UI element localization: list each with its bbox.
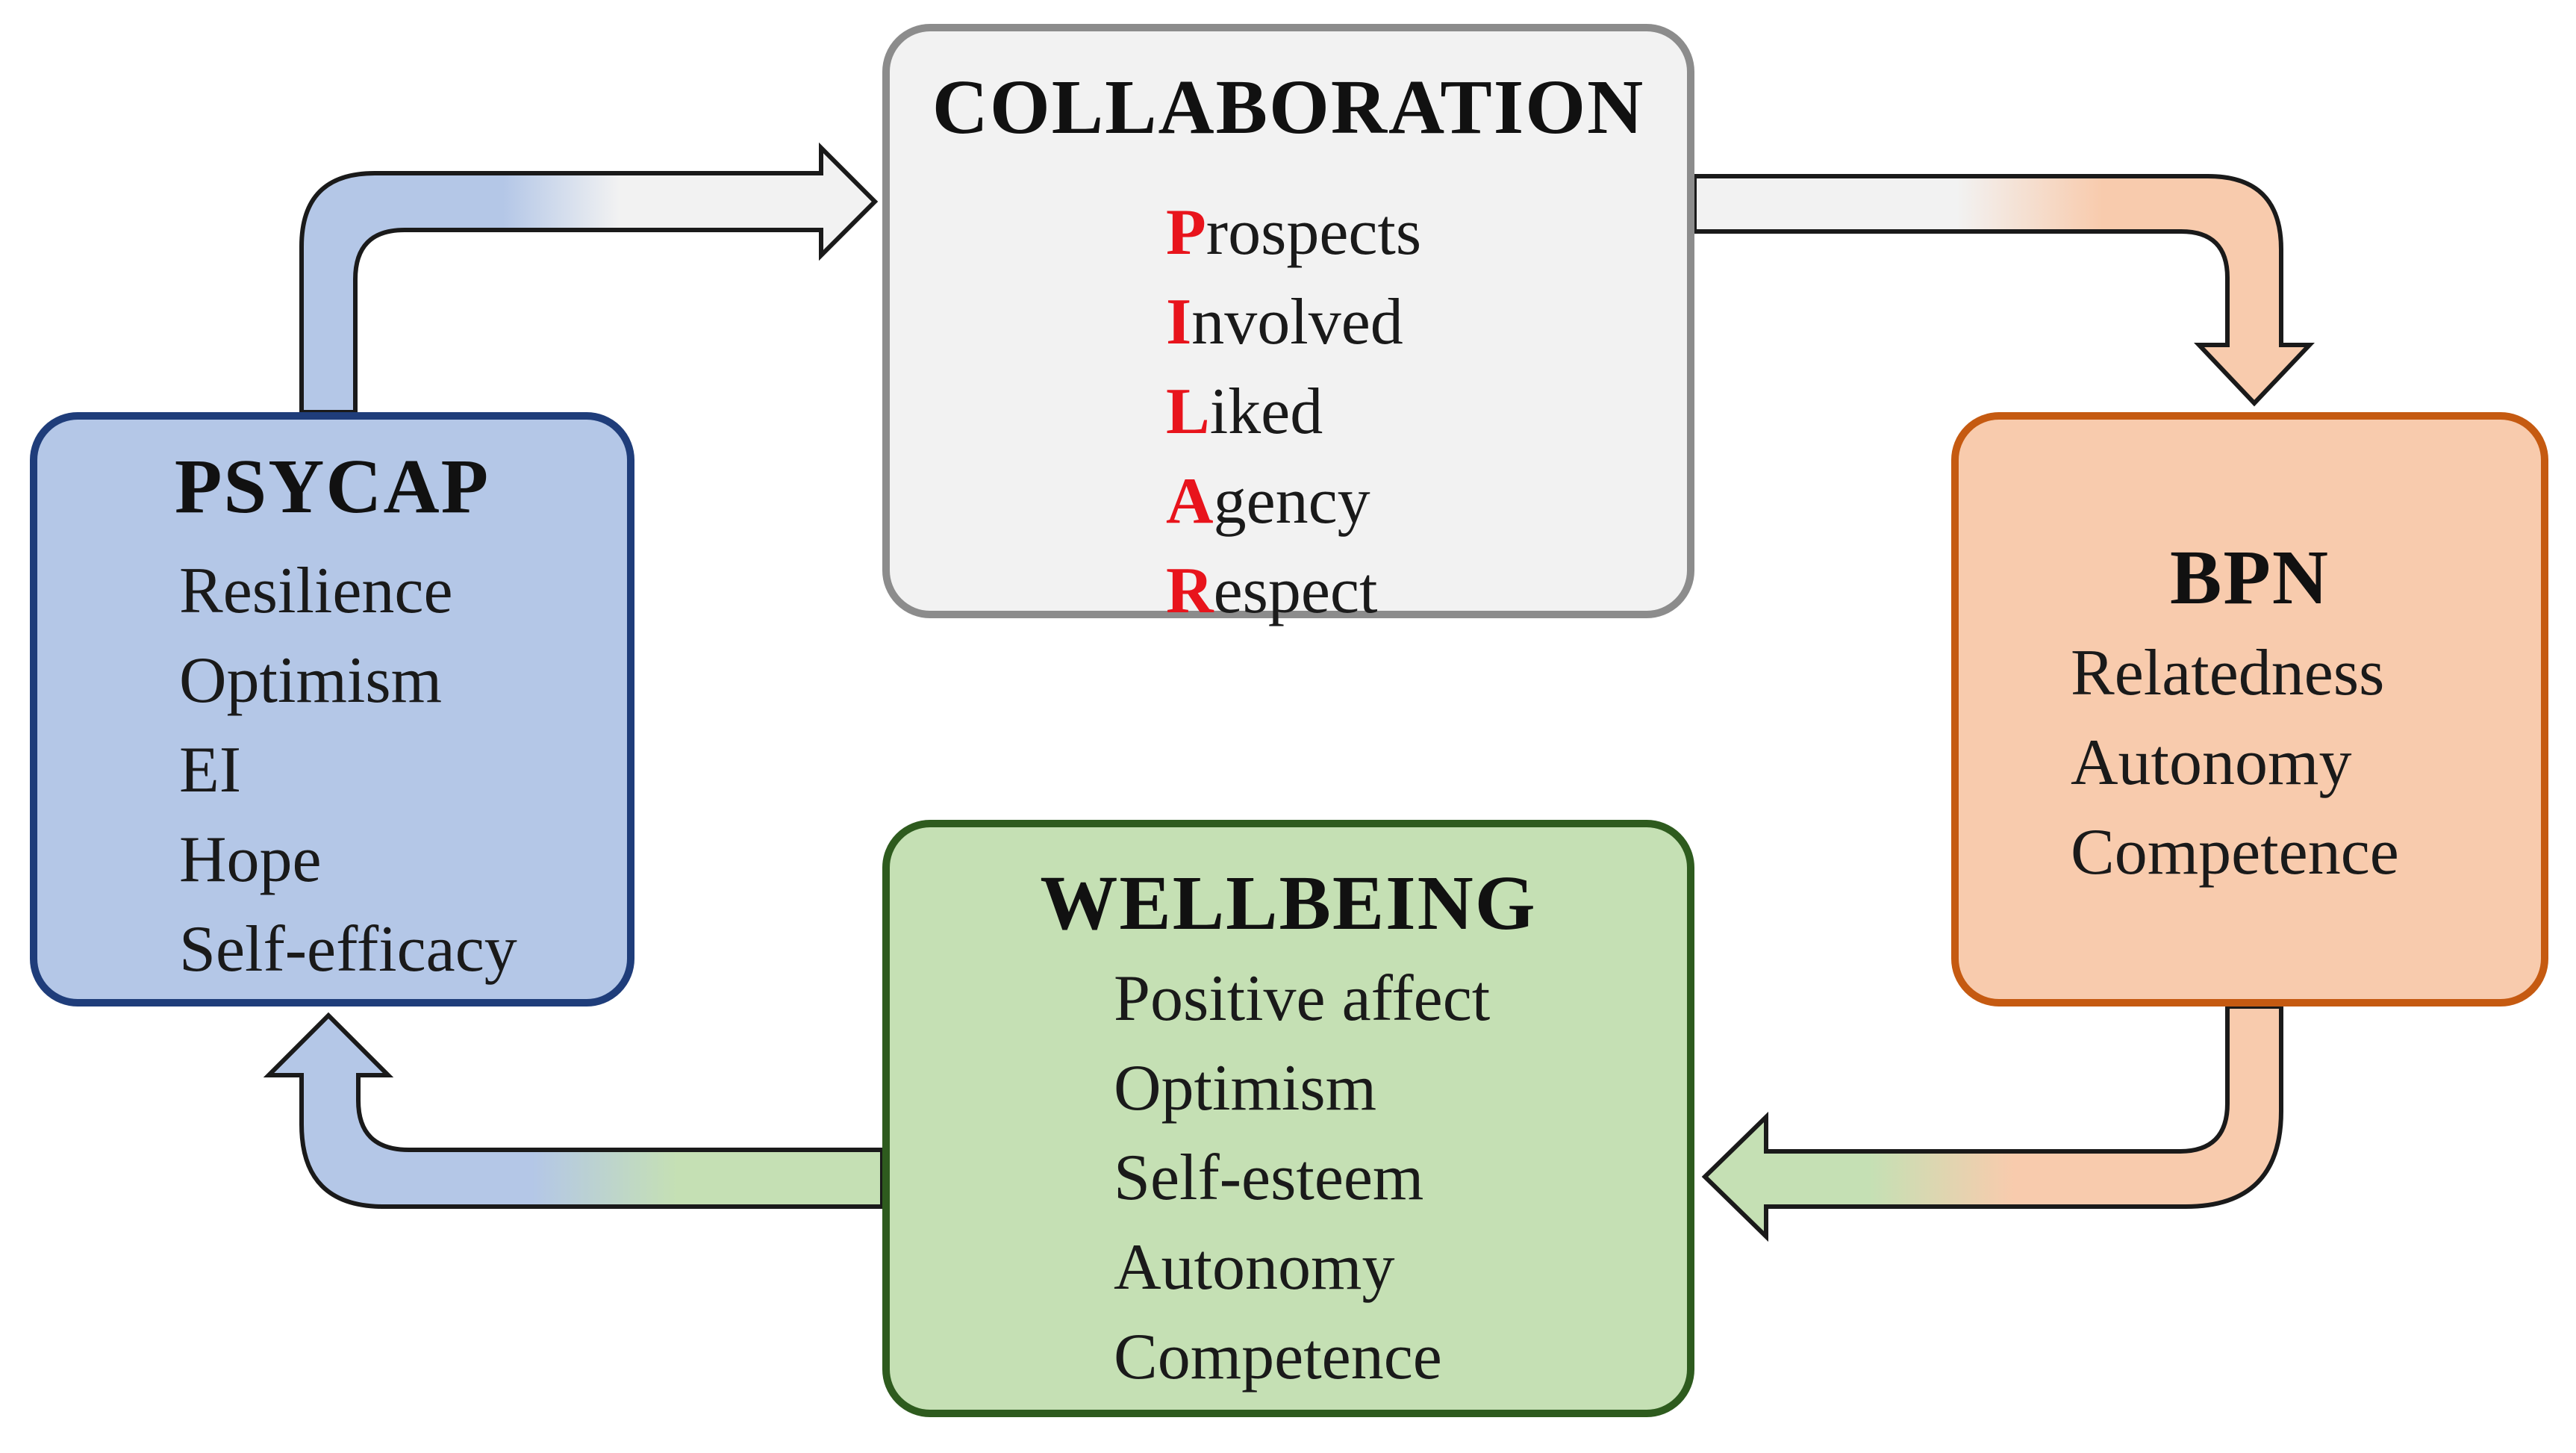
list-item: EI: [179, 734, 242, 806]
list-item: Self-esteem: [1114, 1142, 1424, 1214]
acronym-letter: I: [1166, 286, 1192, 358]
wellbeing-box: WELLBEING Positive affect Optimism Self-…: [882, 820, 1694, 1417]
list-item-text: espect: [1213, 555, 1378, 627]
list-item: Autonomy: [1114, 1231, 1395, 1304]
list-item: Autonomy: [2071, 726, 2352, 799]
arrow-psycap-to-collaboration: [299, 142, 879, 414]
list-item: Optimism: [1114, 1052, 1377, 1124]
wellbeing-title: WELLBEING: [1040, 860, 1537, 946]
list-item: Relatedness: [2071, 637, 2385, 709]
collaboration-title: COLLABORATION: [932, 64, 1645, 150]
list-item-text: iked: [1209, 376, 1323, 448]
list-item: Optimism: [179, 644, 443, 717]
list-item: Liked: [1166, 367, 1421, 457]
collaboration-box: COLLABORATION Prospects Involved Liked A…: [882, 24, 1694, 627]
acronym-letter: L: [1166, 376, 1210, 448]
list-item: Respect: [1166, 547, 1421, 636]
list-item: Prospects: [1166, 188, 1421, 278]
list-item: Competence: [2071, 816, 2399, 889]
list-item-text: rospects: [1206, 196, 1422, 269]
list-item: Positive affect: [1114, 962, 1491, 1035]
acronym-letter: P: [1166, 196, 1206, 269]
acronym-letter: R: [1166, 555, 1214, 627]
psycap-list: Resilience Optimism EI Hope Self-efficac…: [179, 547, 517, 995]
arrow-collaboration-to-bpn: [1692, 174, 2315, 407]
psycap-box: PSYCAP Resilience Optimism EI Hope Self-…: [30, 412, 634, 1006]
list-item: Involved: [1166, 278, 1421, 367]
arrow-bpn-to-wellbeing: [1701, 1004, 2283, 1242]
bpn-list: Relatedness Autonomy Competence: [2071, 629, 2399, 897]
acronym-letter: A: [1166, 465, 1214, 538]
bpn-title: BPN: [2170, 535, 2330, 620]
list-item: Competence: [1114, 1321, 1442, 1393]
list-item-text: nvolved: [1191, 286, 1403, 358]
collaboration-list: Prospects Involved Liked Agency Respect: [1166, 188, 1421, 636]
psycap-title: PSYCAP: [174, 444, 490, 529]
list-item: Agency: [1166, 457, 1421, 547]
bpn-box: BPN Relatedness Autonomy Competence: [1951, 412, 2548, 1006]
arrow-wellbeing-to-psycap: [263, 1012, 885, 1209]
list-item: Hope: [179, 824, 322, 896]
list-item: Self-efficacy: [179, 913, 517, 986]
wellbeing-list: Positive affect Optimism Self-esteem Aut…: [1114, 954, 1490, 1402]
list-item-text: gency: [1213, 465, 1370, 538]
list-item: Resilience: [179, 555, 453, 627]
